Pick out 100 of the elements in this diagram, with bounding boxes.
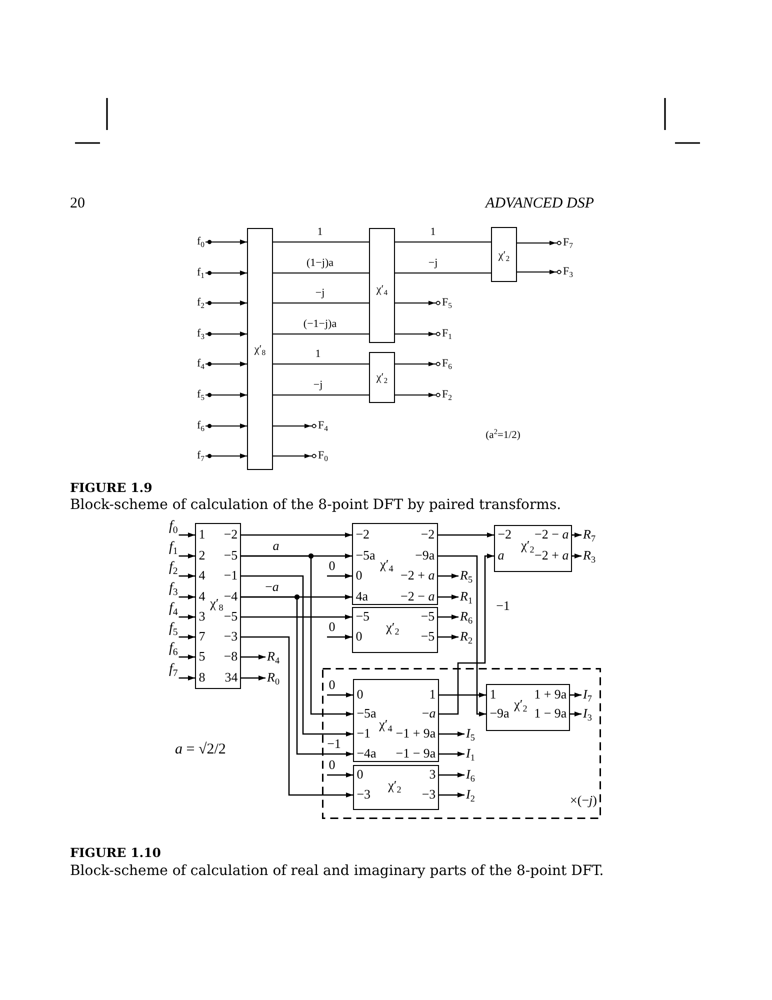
edge-label: 0 [328,678,336,692]
arrow [570,692,582,698]
transform-block [352,523,438,605]
output-label: I$_{3}$ [583,706,592,722]
port-value: −2 + a [400,568,435,584]
port-value: −2 [498,527,512,542]
port-value: 5 [198,649,206,664]
port-value: 0 [356,687,364,702]
port-value: −5a [356,548,376,564]
arrow [241,614,352,620]
port-value: 4 [198,589,206,604]
port-value: −1 [356,726,371,742]
input-label: f$_{4}$ [197,358,205,370]
arrow [438,532,494,538]
port-value: 4a [356,589,368,604]
output-label: I$_{5}$ [466,726,475,742]
connector-line [272,302,370,304]
output-label: F$_{6}$ [442,358,452,370]
input-label: f$_{5}$ [197,388,205,402]
arrow [241,575,353,736]
input-label: f$_{6}$ [169,640,178,658]
output-label: I$_{7}$ [583,688,592,702]
port-value: −3 [422,787,436,802]
block-symbol: χ′$_{2}$ [376,372,388,384]
transform-block [494,525,572,572]
arrow [272,423,317,429]
arrow [394,392,441,398]
port-value: −5 [224,609,238,624]
block-symbol: χ′$_{8}$ [254,344,266,356]
port-value: −2 [224,527,238,542]
port-value: −3 [224,629,238,644]
input-label: f$_{7}$ [197,450,205,462]
port-value: −2 [420,527,435,542]
block-symbol: χ′$_{2}$ [388,778,402,794]
arrow [205,392,248,398]
transform-block [353,765,439,810]
port-value: −9a [490,706,510,722]
arrow [327,772,353,778]
port-value: −5 [420,609,435,624]
arrow [178,554,195,558]
input-label: f$_{2}$ [197,296,205,310]
port-value: −1 − 9a [396,746,436,762]
port-value: −4 [224,589,238,604]
input-label: f$_{2}$ [169,560,178,576]
input-label: f$_{4}$ [169,600,178,618]
port-value: −2 + a [534,548,569,564]
arrow [241,532,352,538]
output-label: F$_{7}$ [563,236,573,250]
figure-number: FIGURE 1.10 [70,846,162,860]
transform-block [353,679,439,762]
transform-block [369,352,395,403]
arrow [178,654,195,660]
port-value: −5 [420,629,435,644]
transform-block [491,227,517,282]
edge-label: 0 [328,558,336,574]
port-value: 1 + 9a [534,687,567,702]
input-label: f$_{6}$ [197,420,205,432]
arrow [438,555,486,716]
arrow [205,240,248,244]
output-label: R$_{5}$ [460,568,472,584]
port-value: −1 [224,568,238,584]
arrow [241,636,353,798]
arrow [205,332,248,336]
port-value: 1 [198,527,206,542]
port-value: 4 [198,568,206,584]
arrow [438,594,458,600]
input-label: f$_{3}$ [169,580,178,598]
edge-label: (−1−j)a [302,318,338,330]
arrow [178,614,195,620]
port-value: 1 [429,687,436,702]
port-value: −4a [356,746,376,762]
block-symbol: χ′$_{2}$ [514,697,528,712]
arrow [438,614,458,620]
arrow [438,634,458,640]
transform-block [369,228,395,343]
port-value: −a [422,706,436,722]
formula-text: a = √2/2 [175,741,226,759]
port-value: −3 [356,787,371,802]
arrow [516,240,562,246]
port-value: 8 [198,670,206,686]
port-value: −1 + 9a [396,726,436,742]
arrow [394,361,441,367]
arrow [439,732,464,736]
port-value: 1 [490,687,496,702]
input-label: f$_{0}$ [169,518,178,536]
output-label: R$_{6}$ [460,610,472,624]
arrow [327,634,352,640]
arrow [439,772,464,778]
output-label: R$_{7}$ [583,528,596,542]
arrow [178,574,195,578]
connector-line [394,272,492,274]
transform-block [352,607,438,653]
transform-block [195,523,241,689]
multiplier-label: ×(−j) [570,794,597,808]
output-label: F$_{4}$ [318,420,328,432]
arrow [178,532,195,538]
port-value: 34 [224,670,238,686]
block-symbol: χ′$_{2}$ [498,250,510,262]
port-value: 0 [356,568,362,584]
arrow [205,362,248,366]
